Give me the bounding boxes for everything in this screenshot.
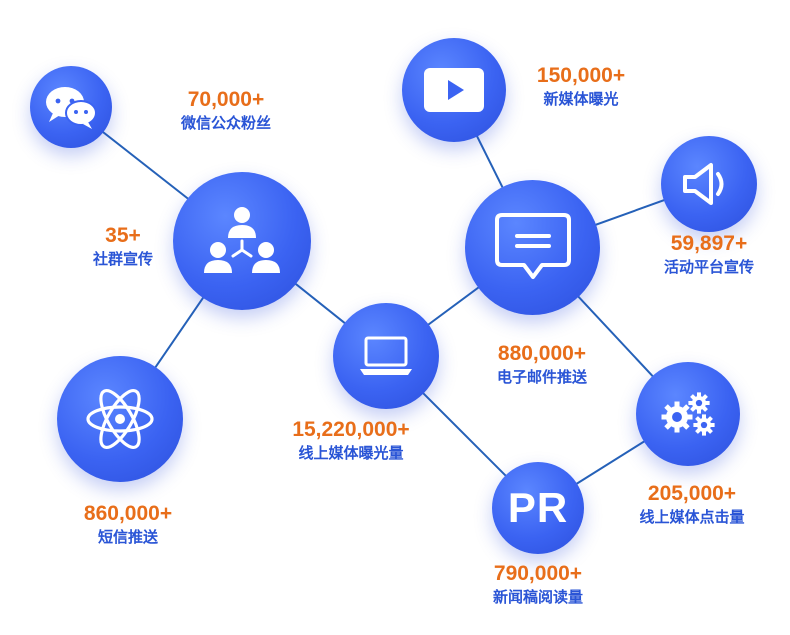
speaker-icon xyxy=(683,163,724,205)
pr-text-icon: PR xyxy=(507,484,569,531)
stat-community: 35+ 社群宣传 xyxy=(93,224,153,270)
stat-label: 电子邮件推送 xyxy=(496,369,588,386)
stat-newmedia: 150,000+ 新媒体曝光 xyxy=(537,64,625,110)
stat-wechat: 70,000+ 微信公众粉丝 xyxy=(181,88,271,134)
email-node xyxy=(465,180,600,315)
gears-icon xyxy=(661,392,715,436)
wechat-node xyxy=(30,66,112,148)
stat-online: 15,220,000+ 线上媒体曝光量 xyxy=(292,418,409,464)
laptop-icon xyxy=(360,336,412,375)
activity-platform-node xyxy=(661,136,757,232)
play-button-icon xyxy=(424,68,484,112)
new-media-node xyxy=(402,38,506,142)
stat-value: 880,000+ xyxy=(497,342,587,365)
sms-node xyxy=(57,356,183,482)
online-media-node xyxy=(333,303,439,409)
stat-label: 线上媒体点击量 xyxy=(639,509,745,526)
stat-label: 短信推送 xyxy=(97,529,158,546)
clicks-node xyxy=(636,362,740,466)
pr-node: PR xyxy=(492,462,584,554)
stat-value: 35+ xyxy=(105,224,141,247)
stat-label: 社群宣传 xyxy=(92,251,154,268)
stat-value: 15,220,000+ xyxy=(292,418,410,441)
people-network-icon xyxy=(204,207,280,273)
stat-label: 新闻稿阅读量 xyxy=(492,589,584,606)
wechat-icon xyxy=(46,87,97,129)
stat-value: 59,897+ xyxy=(670,232,748,255)
stat-email: 880,000+ 电子邮件推送 xyxy=(497,342,587,388)
stat-activity: 59,897+ 活动平台宣传 xyxy=(664,232,754,278)
stat-pr: 790,000+ 新闻稿阅读量 xyxy=(493,562,583,608)
stat-value: 150,000+ xyxy=(536,64,626,87)
stat-sms: 860,000+ 短信推送 xyxy=(84,502,172,548)
stat-label: 微信公众粉丝 xyxy=(180,115,272,132)
stat-value: 860,000+ xyxy=(83,502,173,525)
stat-value: 790,000+ xyxy=(493,562,583,585)
atom-icon xyxy=(86,389,154,449)
stat-clicks: 205,000+ 线上媒体点击量 xyxy=(639,482,744,528)
stat-label: 活动平台宣传 xyxy=(663,259,755,276)
stat-label: 线上媒体曝光量 xyxy=(298,445,404,462)
community-node xyxy=(173,172,311,310)
stat-label: 新媒体曝光 xyxy=(543,91,619,108)
stat-value: 70,000+ xyxy=(187,88,265,111)
stat-value: 205,000+ xyxy=(647,482,737,505)
message-bubble-icon xyxy=(494,212,571,279)
